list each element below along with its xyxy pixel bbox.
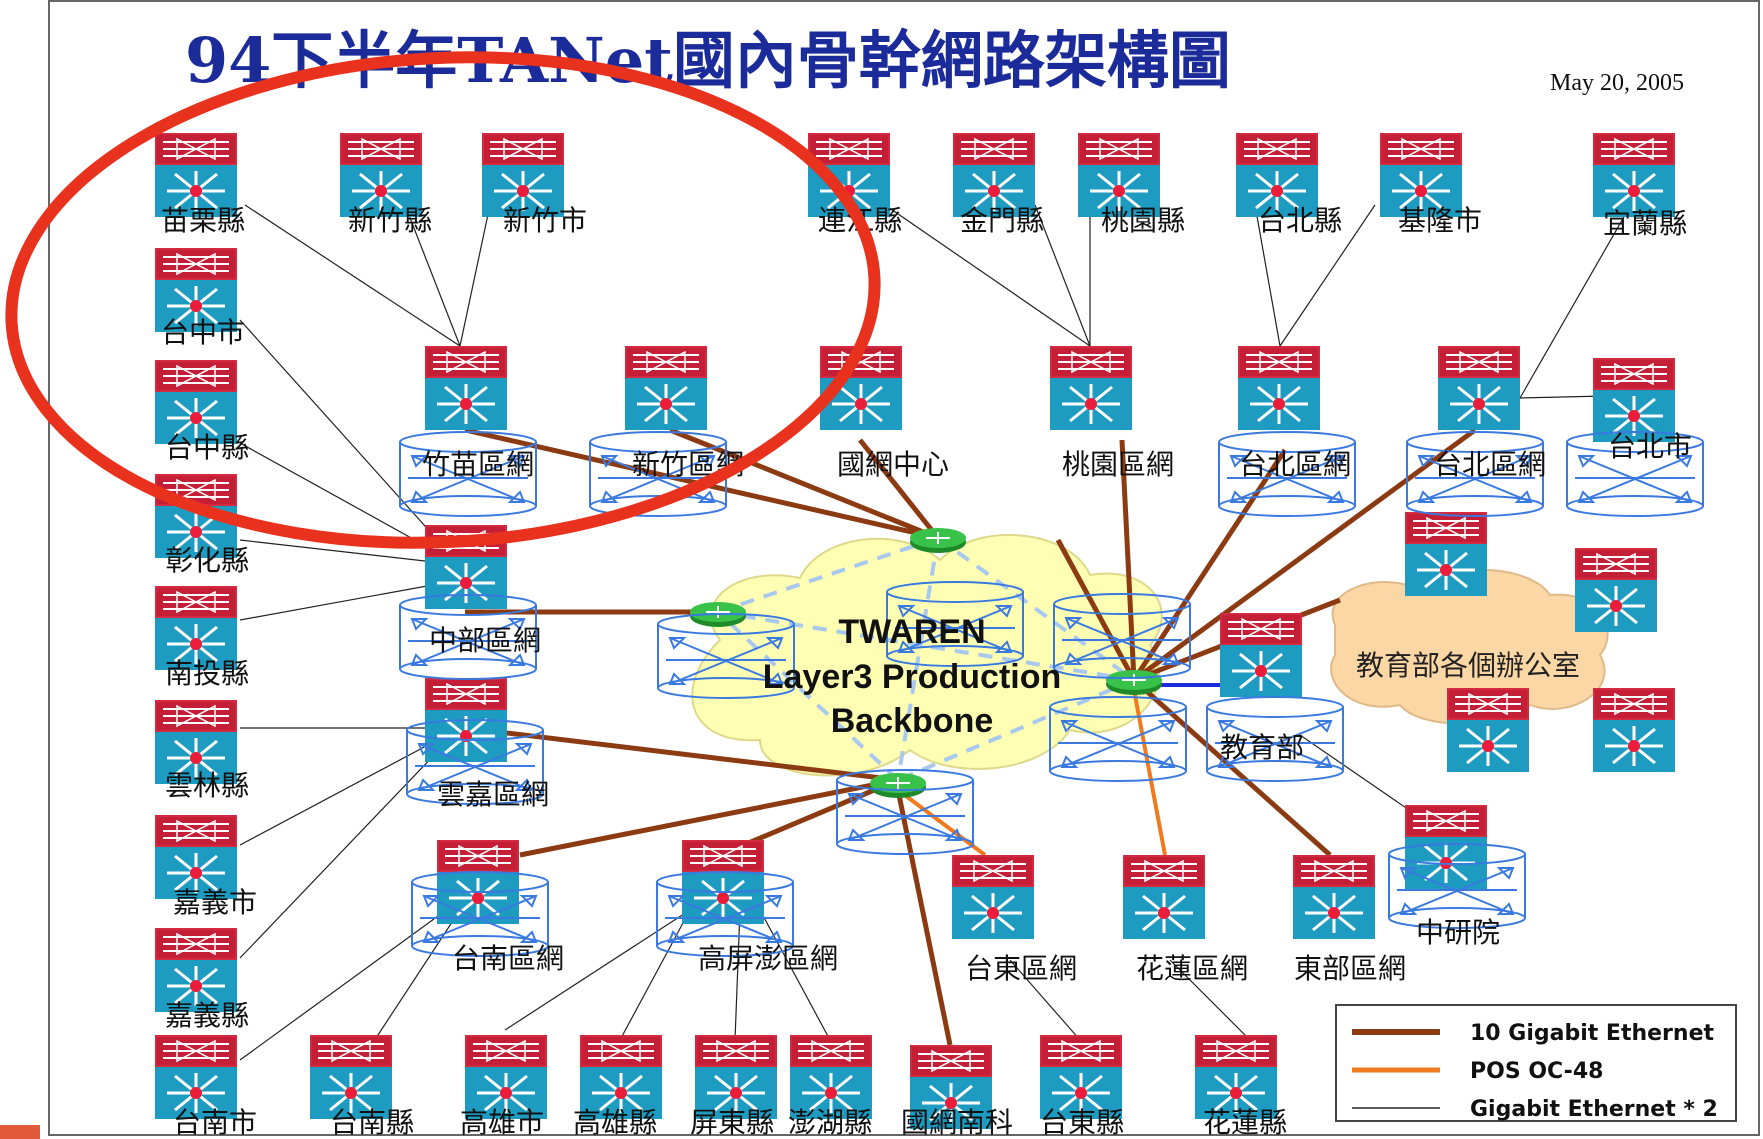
diagram-title: 94下半年TANet國內骨幹網路架構圖 xyxy=(185,24,1231,97)
switch-taipei-net1-icon xyxy=(1236,344,1322,432)
label-gaopingpeng-net: 高屏澎區網 xyxy=(698,942,838,975)
label-changhua: 彰化縣 xyxy=(165,544,249,577)
label-taipei-net1: 台北區網 xyxy=(1239,448,1351,481)
cloud-line1: TWAREN xyxy=(838,613,985,651)
switch-moe-icon xyxy=(1218,611,1304,699)
label-taichung-county: 台中縣 xyxy=(165,431,249,464)
label-chiayi-city: 嘉義市 xyxy=(173,886,257,919)
label-east-net: 東部區網 xyxy=(1294,952,1406,985)
switch-tainan-net-icon xyxy=(435,838,521,926)
cloud-line3: Backbone xyxy=(831,702,994,740)
label-yunlin: 雲林縣 xyxy=(165,769,249,802)
label-miaoli: 苗栗縣 xyxy=(161,204,245,237)
label-tainan-city: 台南市 xyxy=(173,1106,257,1139)
legend-ge10-label: 10 Gigabit Ethernet xyxy=(1470,1021,1714,1046)
label-hsinchu-city: 新竹市 xyxy=(503,204,587,237)
legend: 10 Gigabit Ethernet POS OC-48 Gigabit Et… xyxy=(1335,1004,1737,1122)
label-taoyuan-net: 桃園區網 xyxy=(1062,448,1174,481)
label-taoyuan-county: 桃園縣 xyxy=(1101,204,1185,237)
label-kinmen: 金門縣 xyxy=(960,204,1044,237)
label-yunjia-net: 雲嘉區網 xyxy=(437,778,549,811)
slide-edge xyxy=(0,0,40,1139)
router-north-icon xyxy=(909,527,967,554)
label-chiayi-county: 嘉義縣 xyxy=(165,999,249,1032)
label-taipei-net2: 台北區網 xyxy=(1434,448,1546,481)
switch-east-net-icon xyxy=(1291,853,1377,941)
switch-hualien-net-icon xyxy=(1121,853,1207,941)
switch-xinzhu-net-icon xyxy=(623,344,709,432)
label-hsinchu-county: 新竹縣 xyxy=(348,204,432,237)
router-east-icon xyxy=(1105,669,1163,696)
label-nchc-south: 國網南科 xyxy=(901,1106,1013,1139)
label-taipei-county: 台北縣 xyxy=(1258,204,1342,237)
label-taipei-city: 台北市 xyxy=(1608,430,1692,463)
switch-yilan-icon xyxy=(1591,131,1677,219)
switch-taitung-net-icon xyxy=(950,853,1036,941)
label-central-net: 中部區網 xyxy=(429,624,541,657)
switch-office2-icon xyxy=(1573,546,1659,634)
backbone-dashed-ring xyxy=(716,536,1136,782)
legend-box xyxy=(1335,1004,1737,1122)
gigabit-links xyxy=(239,204,1626,1071)
router-south-icon xyxy=(869,772,927,799)
label-penghu: 澎湖縣 xyxy=(788,1106,872,1139)
annotation-red-ellipse xyxy=(5,51,881,549)
switch-office4-icon xyxy=(1591,686,1677,774)
legend-ge2-label: Gigabit Ethernet * 2 xyxy=(1470,1097,1718,1122)
switch-taoyuan-net-icon xyxy=(1048,344,1134,432)
label-hualien-net: 花蓮區網 xyxy=(1136,952,1248,985)
switch-gaopingpeng-net-icon xyxy=(680,838,766,926)
label-pingtung: 屏東縣 xyxy=(690,1106,774,1139)
label-kaohsiung-county: 高雄縣 xyxy=(573,1106,657,1139)
label-moe: 教育部 xyxy=(1220,731,1304,764)
slide-accent-bar xyxy=(0,1125,40,1139)
label-taitung-county: 台東縣 xyxy=(1040,1106,1124,1139)
label-academia-sinica: 中研院 xyxy=(1416,916,1500,949)
label-nantou: 南投縣 xyxy=(165,657,249,690)
switch-zhumiao-net-icon xyxy=(423,344,509,432)
label-tainan-net: 台南區網 xyxy=(452,942,564,975)
label-nchc: 國網中心 xyxy=(837,448,949,481)
label-taichung-city: 台中市 xyxy=(161,316,245,349)
label-yilan: 宜蘭縣 xyxy=(1603,207,1687,240)
label-tainan-county: 台南縣 xyxy=(330,1106,414,1139)
label-kaohsiung-city: 高雄市 xyxy=(460,1106,544,1139)
switch-taipei-net2-icon xyxy=(1436,344,1522,432)
switch-office1-icon xyxy=(1403,510,1489,598)
switch-office3-icon xyxy=(1445,686,1531,774)
diagram-date: May 20, 2005 xyxy=(1550,70,1684,96)
label-hualien-county: 花蓮縣 xyxy=(1203,1106,1287,1139)
cloud-line2: Layer3 Production xyxy=(763,658,1062,696)
office-label: 教育部各個辦公室 xyxy=(1356,649,1580,682)
label-keelung: 基隆市 xyxy=(1398,204,1482,237)
legend-pos-label: POS OC-48 xyxy=(1470,1059,1603,1084)
switch-academia-icon xyxy=(1403,803,1489,891)
label-zhumiao-net: 竹苗區網 xyxy=(422,448,534,481)
label-taitung-net: 台東區網 xyxy=(965,952,1077,985)
